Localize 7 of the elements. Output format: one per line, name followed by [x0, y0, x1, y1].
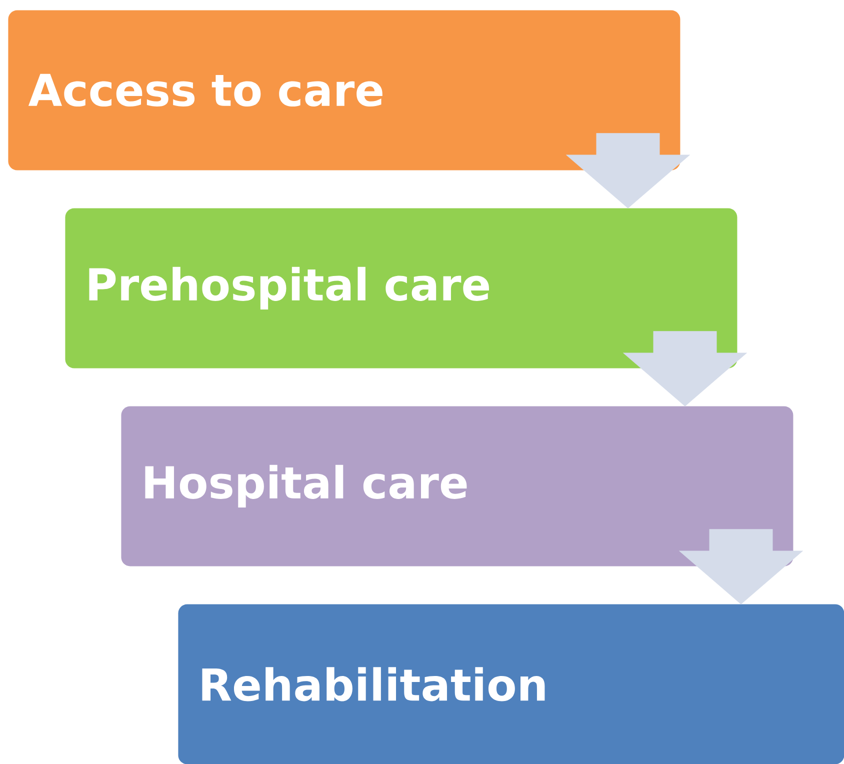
process-box: Prehospital care [65, 208, 738, 368]
process-box: Rehabilitation [178, 604, 844, 764]
process-box: Hospital care [121, 406, 794, 566]
block-arrow [623, 331, 747, 406]
process-box: Access to care [8, 10, 680, 170]
block-arrow [566, 133, 690, 208]
block-arrow [679, 529, 803, 604]
